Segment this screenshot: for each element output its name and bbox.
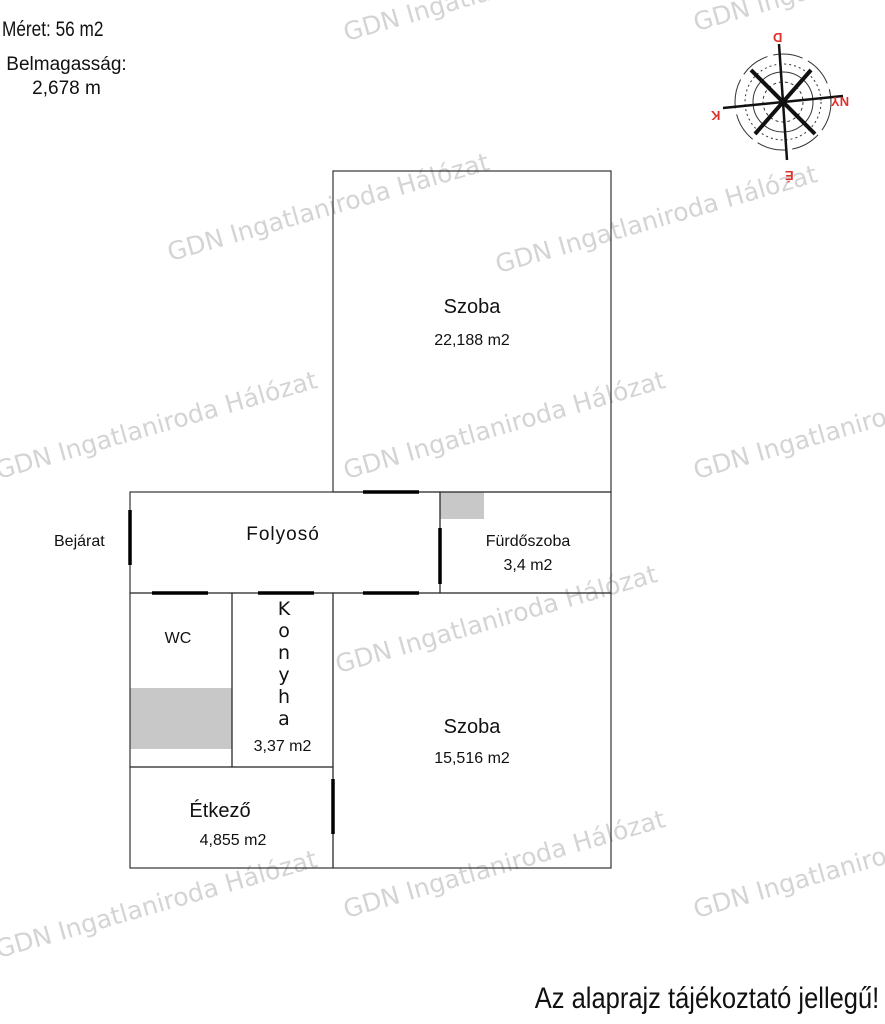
room-etkezo-area: 4,855 m2 bbox=[199, 832, 267, 849]
konyha-letter: K bbox=[277, 598, 291, 620]
ceiling-label: Belmagasság: bbox=[6, 54, 127, 75]
room-szoba-2-name: Szoba bbox=[443, 716, 501, 738]
konyha-letter: n bbox=[277, 642, 291, 664]
room-etkezo-name: Étkező bbox=[189, 800, 251, 822]
konyha-letter: h bbox=[277, 686, 291, 708]
konyha-letter: o bbox=[278, 620, 290, 642]
size-label: Méret: 56 m2 bbox=[2, 18, 104, 41]
room-szoba-2-outline bbox=[332, 592, 612, 869]
room-szoba-1-area: 22,188 m2 bbox=[434, 332, 510, 349]
compass: D NY K É bbox=[711, 30, 855, 183]
room-konyha-area: 3,37 m2 bbox=[253, 738, 312, 755]
room-furdoszoba-name: Fürdőszoba bbox=[485, 533, 571, 550]
disclaimer: Az alaprajz tájékoztató jellegű! bbox=[534, 982, 879, 1015]
ceiling-value: 2,678 m bbox=[32, 78, 101, 99]
compass-rose-icon bbox=[722, 43, 844, 161]
room-wc-name: WC bbox=[164, 630, 192, 647]
room-folyoso-name: Folyosó bbox=[246, 524, 320, 545]
room-furdoszoba-area: 3,4 m2 bbox=[503, 557, 553, 574]
konyha-letter: a bbox=[278, 708, 290, 730]
room-konyha-name: K o n y h a bbox=[273, 598, 295, 730]
konyha-letter: y bbox=[278, 664, 290, 686]
room-szoba-1-name: Szoba bbox=[443, 296, 501, 318]
entrance-label: Bejárat bbox=[54, 533, 105, 550]
room-szoba-2-area: 15,516 m2 bbox=[434, 750, 510, 767]
bathroom-fixture bbox=[440, 492, 484, 519]
wc-fixture bbox=[130, 688, 232, 749]
